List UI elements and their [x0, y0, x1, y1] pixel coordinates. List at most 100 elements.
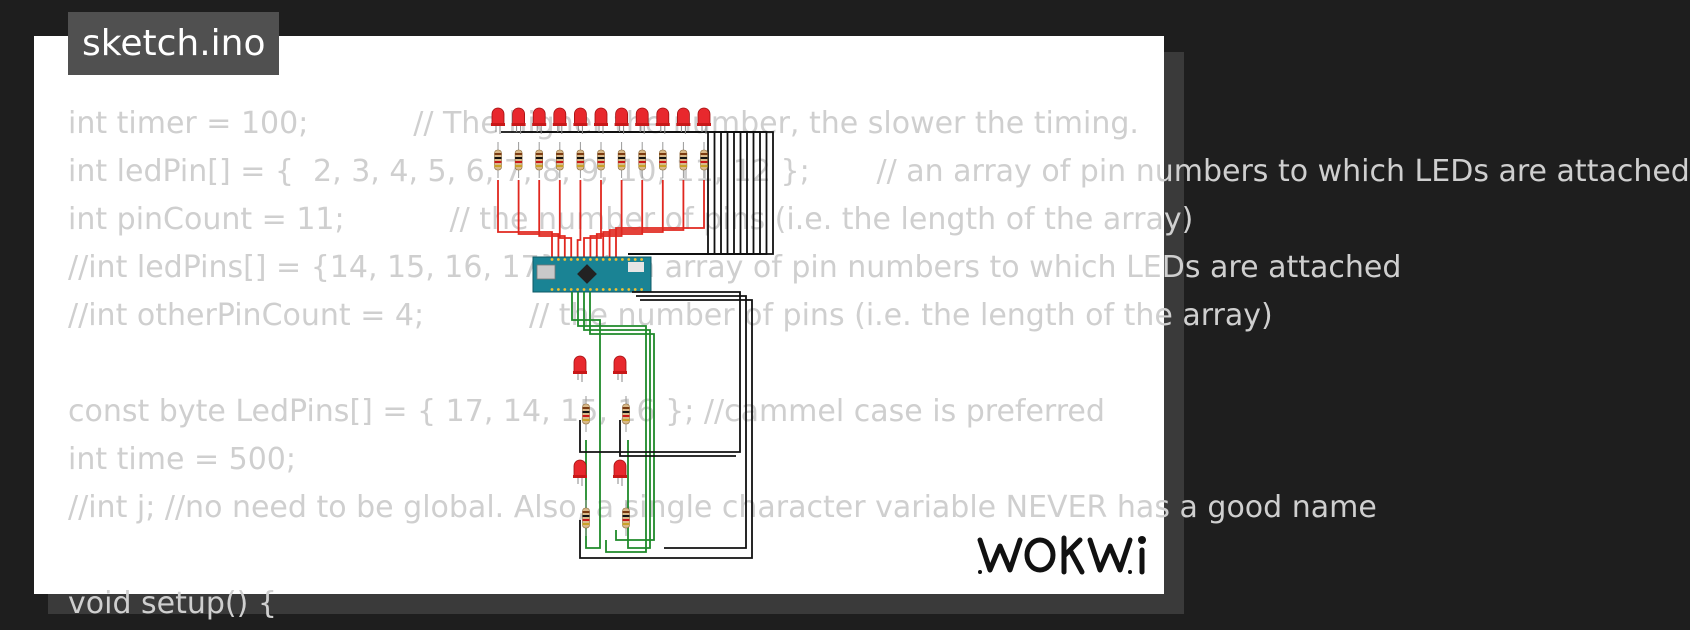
led — [613, 459, 627, 477]
resistor-band — [659, 153, 667, 155]
resistor-band — [700, 161, 708, 163]
code-line: //int ledPins[] = {14, 15, 16, 17}; // a… — [68, 250, 1402, 285]
led — [613, 355, 627, 373]
gnd-wire — [628, 131, 774, 255]
resistor-band — [622, 519, 630, 521]
pin-header — [640, 258, 643, 261]
led-rim — [655, 123, 670, 126]
resistor-band — [535, 153, 543, 155]
led-rim — [613, 371, 627, 374]
resistor-band — [638, 161, 646, 163]
signal-wire — [576, 180, 582, 258]
resistor-band — [515, 165, 523, 167]
reset-button — [628, 262, 644, 272]
resistor-band — [556, 165, 564, 167]
resistor-band — [515, 157, 523, 159]
resistor-band — [494, 153, 502, 155]
code-line: //int j; //no need to be global. Also, a… — [68, 490, 1377, 525]
pin-header — [621, 288, 624, 291]
pin-header — [601, 258, 605, 261]
gnd-wire — [579, 291, 741, 453]
signal-wire — [602, 180, 664, 258]
resistor-band — [597, 157, 605, 159]
signal-wire — [615, 180, 705, 258]
pin-header — [576, 258, 579, 261]
resistor-band — [700, 165, 708, 167]
signal-wire — [595, 180, 644, 258]
pin-header — [557, 258, 560, 261]
signal-wire-green — [577, 292, 647, 553]
signal-wire — [583, 180, 602, 258]
resistor-band — [618, 165, 626, 167]
gnd-wire — [619, 420, 736, 457]
resistor-band — [638, 165, 646, 167]
sketch-filename-tab: sketch.ino — [68, 12, 280, 75]
resistor-band — [582, 419, 590, 421]
resistor-band — [700, 153, 708, 155]
resistor-band — [679, 165, 687, 167]
gnd-wire — [636, 295, 747, 549]
led-rim — [614, 123, 629, 126]
pin-header — [563, 258, 567, 261]
led-rim — [552, 123, 567, 126]
resistor-band — [582, 411, 590, 413]
resistor-band — [515, 153, 523, 155]
pin-header — [595, 258, 599, 261]
led — [677, 107, 690, 125]
resistor-band — [622, 411, 630, 413]
pin-header — [614, 288, 618, 291]
resistor-band — [638, 157, 646, 159]
pin-header — [633, 258, 637, 261]
resistor-band — [535, 157, 543, 159]
gnd-wire — [542, 131, 722, 255]
resistor-band — [679, 153, 687, 155]
signal-wire — [608, 180, 685, 258]
resistor-band — [618, 157, 626, 159]
led — [491, 107, 505, 125]
signal-wire-green — [589, 292, 655, 541]
pin-header — [589, 288, 592, 291]
wokwi-logo — [977, 535, 1146, 575]
pin-header — [608, 288, 611, 291]
resistor-band — [582, 407, 590, 409]
code-line: void setup() { — [68, 586, 277, 621]
resistor-band — [494, 161, 502, 163]
resistor-band — [582, 515, 590, 517]
resistor-band — [622, 515, 630, 517]
led — [594, 107, 608, 125]
led-rim — [573, 123, 588, 126]
led — [635, 107, 649, 125]
led-rim — [573, 475, 587, 478]
pin-header — [582, 288, 586, 291]
pin-header — [627, 288, 631, 291]
resistor-band — [622, 523, 630, 525]
led — [512, 107, 525, 125]
led — [553, 107, 567, 125]
resistor-band — [576, 157, 584, 159]
pin-header — [569, 288, 573, 291]
led — [697, 107, 711, 125]
resistor-band — [622, 511, 630, 513]
resistor-band — [659, 161, 667, 163]
signal-wire — [589, 180, 623, 258]
resistor-band — [494, 157, 502, 159]
resistor-band — [700, 157, 708, 159]
pin-header — [582, 258, 586, 261]
pin-header — [614, 258, 618, 261]
led — [615, 107, 628, 125]
resistor-band — [659, 165, 667, 167]
signal-wire — [497, 180, 553, 258]
pin-header — [633, 288, 637, 291]
resistor-band — [576, 161, 584, 163]
led — [573, 459, 587, 477]
pin-header — [576, 288, 579, 291]
led-rim — [676, 123, 691, 126]
resistor-band — [618, 153, 626, 155]
led-rim — [594, 123, 608, 126]
signal-wire-green — [583, 292, 651, 549]
resistor-band — [659, 157, 667, 159]
resistor-band — [535, 161, 543, 163]
pin-header — [595, 288, 599, 291]
usb-port — [536, 264, 556, 280]
signal-wire — [558, 180, 573, 258]
